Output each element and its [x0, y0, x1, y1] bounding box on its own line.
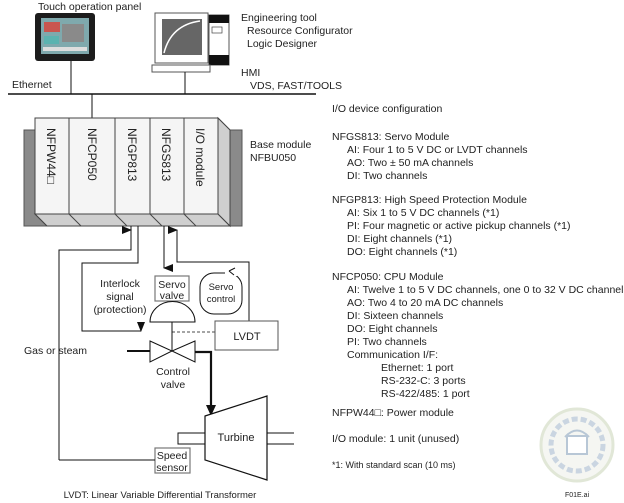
speed-sensor-wire [58, 226, 132, 451]
standard-scan-note: *1: With standard scan (10 ms) [332, 460, 456, 470]
module-label-nfpw: NFPW44□ [44, 128, 58, 184]
steam-pipe [195, 350, 213, 407]
module-label-nfgp: NFGP813 [125, 128, 139, 182]
spec-item: PI: Two channels [347, 336, 427, 348]
interlock-wire [81, 226, 139, 332]
hmi-label: HMI VDS, FAST/TOOLS [241, 67, 342, 93]
hmi-item: VDS, FAST/TOOLS [250, 80, 342, 92]
nfpw-spec: NFPW44□: Power module [332, 407, 454, 419]
comm-item: Ethernet: 1 port [381, 362, 454, 374]
control-valve-label: Control [156, 366, 190, 378]
watermark-seal-icon [539, 407, 615, 483]
spec-item: AI: Six 1 to 5 V DC channels (*1) [347, 207, 500, 219]
servo-control-label: control [207, 294, 236, 305]
spec-item: AO: Two 4 to 20 mA DC channels [347, 297, 504, 309]
turbine-label: Turbine [218, 432, 255, 444]
touch-panel-icon [35, 13, 95, 61]
spec-item: AI: Twelve 1 to 5 V DC channels, one 0 t… [347, 284, 624, 296]
hmi-title: HMI [241, 67, 261, 79]
base-module-rack [23, 116, 243, 228]
nfgs-title: NFGS813: Servo Module [332, 131, 450, 143]
base-module-title: Base module [250, 139, 312, 151]
engineering-tool-title: Engineering tool [241, 12, 317, 24]
spec-item: Communication I/F: [347, 349, 439, 361]
lvdt-feedback-wire [168, 226, 250, 321]
spec-item: AO: Two ± 50 mA channels [347, 157, 474, 169]
figure-id: F01E.ai [565, 492, 590, 499]
gas-steam-label: Gas or steam [24, 345, 87, 357]
spec-item: DO: Eight channels [347, 323, 438, 335]
servo-control-label: Servo [209, 282, 234, 293]
interlock-label: signal [106, 291, 133, 303]
spec-item: DI: Two channels [347, 170, 428, 182]
comm-item: RS-422/485: 1 port [381, 388, 470, 400]
lvdt-footnote: LVDT: Linear Variable Differential Trans… [64, 490, 257, 501]
nfgp-title: NFGP813: High Speed Protection Module [332, 194, 527, 206]
nfcp-spec: NFCP050: CPU Module AI: Twelve 1 to 5 V … [332, 271, 623, 401]
io-module-spec: I/O module: 1 unit (unused) [332, 433, 460, 445]
nfgs-spec: NFGS813: Servo Module AI: Four 1 to 5 V … [332, 131, 528, 183]
interlock-label: Interlock [100, 278, 140, 290]
servo-valve-label: valve [160, 290, 185, 302]
spec-item: PI: Four magnetic or active pickup chann… [347, 220, 571, 232]
interlock-label: (protection) [93, 304, 146, 316]
servo-valve-label: Servo [158, 279, 186, 291]
speed-sensor-label: Speed [157, 450, 188, 462]
touch-panel-label: Touch operation panel [38, 1, 142, 13]
lvdt-box [214, 320, 279, 351]
comm-item: RS-232-C: 3 ports [381, 375, 466, 387]
actuator-icon [149, 301, 196, 323]
engineering-tool-item: Resource Configurator [247, 25, 353, 37]
base-module-model: NFBU050 [250, 152, 297, 164]
engineering-pc-icon [151, 12, 230, 73]
lvdt-label: LVDT [233, 331, 261, 343]
spec-item: AI: Four 1 to 5 V DC or LVDT channels [347, 144, 528, 156]
spec-item: DO: Eight channels (*1) [347, 246, 458, 258]
nfcp-title: NFCP050: CPU Module [332, 271, 444, 283]
loop-arrow-icon [228, 267, 236, 276]
shaft-left [177, 432, 205, 445]
speed-sensor-label: sensor [156, 462, 188, 474]
nfgp-spec: NFGP813: High Speed Protection Module AI… [332, 194, 571, 259]
spec-item: DI: Eight channels (*1) [347, 233, 453, 245]
servo-control-loop [199, 272, 243, 315]
module-label-io: I/O module [193, 128, 207, 187]
turbine-icon [204, 395, 268, 481]
servo-valve-box [154, 275, 190, 302]
config-heading: I/O device configuration [332, 103, 443, 115]
engineering-tool-label: Engineering tool Resource Configurator L… [241, 12, 353, 51]
base-module-label: Base module NFBU050 [250, 139, 311, 165]
module-label-nfgs: NFGS813 [159, 128, 173, 182]
spec-item: DI: Sixteen channels [347, 310, 444, 322]
engineering-tool-item: Logic Designer [247, 38, 318, 50]
control-valve-label: valve [161, 379, 186, 391]
module-label-nfcp: NFCP050 [85, 128, 99, 181]
ethernet-label: Ethernet [12, 79, 52, 91]
